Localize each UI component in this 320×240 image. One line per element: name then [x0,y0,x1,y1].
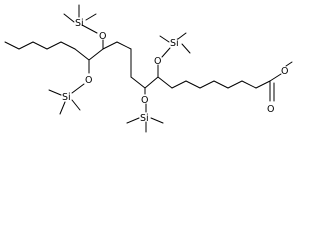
bond [59,101,66,115]
bond [71,99,81,111]
bond [102,41,118,50]
oxygen-label: O [85,75,92,86]
bond [285,61,293,67]
bond [46,41,62,50]
trimethylsilyloxy-group-upper-left: O Si [63,4,106,50]
bond [130,76,146,89]
bond [150,117,164,124]
bond [161,47,171,58]
bond [74,48,90,61]
silicon-label: Si [62,92,71,103]
oxygen-label: O [99,31,106,42]
bond [269,73,282,82]
bond [88,48,104,61]
ester-oxygen-label: O [281,66,288,77]
bond [85,13,97,21]
carbonyl-oxygen-label: O [267,104,274,115]
oxygen-label: O [141,95,148,106]
bond [4,41,20,50]
bond [181,43,191,54]
bond [185,80,201,89]
bond [255,80,271,89]
bond [157,76,173,89]
silicon-label: Si [140,113,149,124]
bond [199,80,215,89]
bond [48,89,62,96]
bond [177,32,187,40]
bond [144,76,159,89]
bond [241,80,257,89]
bond [159,35,170,43]
bond [126,117,140,124]
carbon-skeleton [4,41,271,89]
bond [81,24,98,34]
bond [63,13,75,23]
silicon-label: Si [75,18,84,29]
bond [227,80,243,89]
bond [71,83,85,94]
bond [32,41,48,50]
bond [18,41,34,50]
bond [213,80,229,89]
bond [171,80,187,89]
methyl-ester-group: O O [267,61,293,115]
oxygen-label: O [154,56,161,67]
trimethylsilyloxy-group-lower-middle: O Si [126,87,164,133]
bond [116,41,132,50]
bond [60,41,76,50]
trimethylsilyloxy-group-lower-left: O Si [48,59,92,115]
silicon-label: Si [170,38,179,49]
chemical-structure-diagram: O Si O Si O Si O Si [4,4,293,133]
trimethylsilyloxy-group-upper-right: O Si [154,32,191,78]
